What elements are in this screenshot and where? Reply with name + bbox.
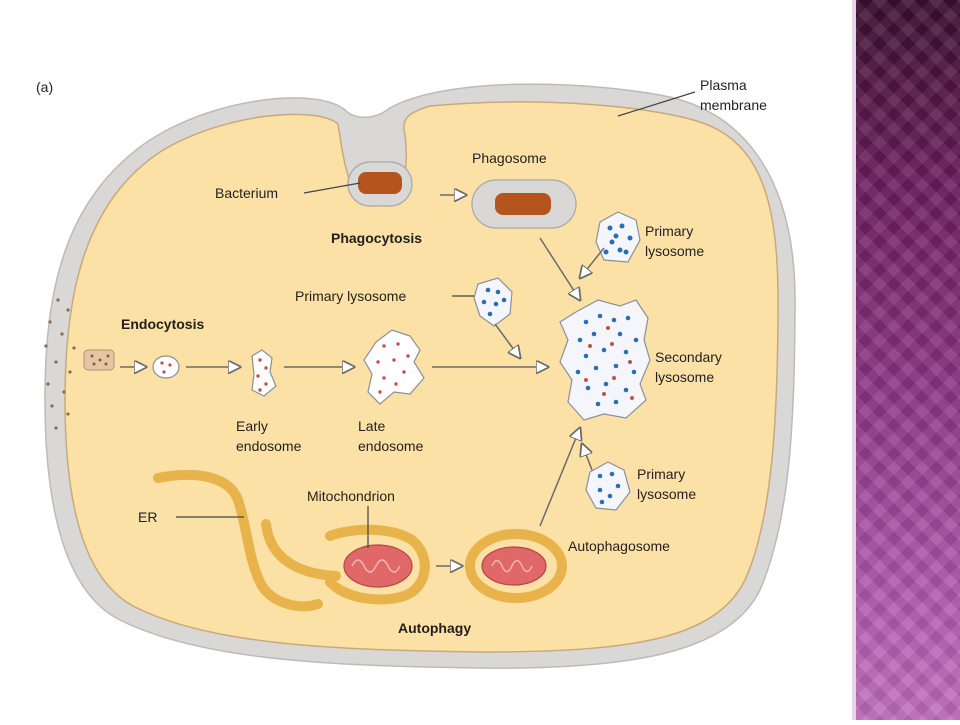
arrow-top-lysosome: [580, 247, 605, 278]
cell-diagram: (a) Plasma membrane Bacterium Phagocytos…: [36, 77, 796, 669]
secondary-lysosome-dots: [575, 313, 639, 407]
primary-lysosome-top-label-line1: Primary: [645, 223, 693, 239]
autophagosome-cristae: [491, 559, 533, 573]
phagosome-bacterium: [495, 193, 551, 215]
arrow-bottom-lysosome: [582, 444, 593, 471]
primary-lysosome-bottom-dots: [597, 471, 621, 505]
primary-lysosome-bottom-label-line1: Primary: [637, 466, 685, 482]
primary-lysosome-top-dots: [603, 223, 633, 255]
endocytosis-label: Endocytosis: [121, 316, 204, 332]
autophagosome-mitochondrion: [481, 546, 547, 586]
phagocytosis-label: Phagocytosis: [331, 230, 422, 246]
slide-accent-edge: [852, 0, 856, 720]
extracellular-particles: [44, 298, 76, 430]
plasma-membrane-label-line1: Plasma: [700, 77, 747, 93]
primary-lysosome-bottom: [585, 461, 631, 511]
arrow-phagosome-to-secondary: [539, 237, 580, 300]
secondary-lysosome-label-line1: Secondary: [655, 349, 722, 365]
late-endosome-dots: [376, 342, 410, 394]
autophagosome-label: Autophagosome: [568, 538, 670, 554]
slide-accent-bar: [856, 0, 960, 720]
secondary-lysosome-shape: [559, 299, 651, 421]
plasma-membrane-leader: [617, 91, 696, 117]
primary-lysosome-mid-dots: [481, 287, 507, 317]
early-endosome-label-line1: Early: [236, 418, 268, 434]
isolation-membrane: [261, 519, 430, 605]
bacterium-leader: [303, 182, 361, 194]
coated-pit-dots: [90, 354, 110, 366]
late-endosome-label-line2: endosome: [358, 438, 424, 454]
late-endosome-label-line1: Late: [358, 418, 385, 434]
plasma-membrane-label-line2: membrane: [700, 97, 767, 113]
autophagy-label: Autophagy: [398, 620, 471, 636]
arrow-mid-lysosome: [494, 323, 520, 358]
er-label: ER: [138, 509, 157, 525]
secondary-lysosome-label-line2: lysosome: [655, 369, 714, 385]
primary-lysosome-top-label-line2: lysosome: [645, 243, 704, 259]
mitochondrion-shape: [343, 544, 413, 588]
primary-lysosome-mid-label: Primary lysosome: [295, 288, 406, 304]
early-endosome-shape: [251, 349, 277, 397]
late-endosome-shape: [363, 329, 425, 405]
primary-lysosome-mid: [473, 277, 513, 327]
phagosome-label: Phagosome: [472, 150, 547, 166]
early-endosome-label-line2: endosome: [236, 438, 302, 454]
bacterium-label: Bacterium: [215, 185, 278, 201]
panel-label: (a): [36, 79, 53, 95]
endocytic-vesicle: [152, 355, 180, 379]
er-membrane: [153, 470, 323, 612]
arrow-autophagosome-to-secondary: [539, 428, 580, 527]
mitochondrion-label: Mitochondrion: [307, 488, 395, 504]
endocytic-vesicle-dots: [160, 361, 172, 374]
bacterium-shape: [358, 172, 402, 194]
early-endosome-dots: [256, 358, 268, 392]
primary-lysosome-bottom-label-line2: lysosome: [637, 486, 696, 502]
mitochondrion-cristae: [351, 559, 401, 573]
